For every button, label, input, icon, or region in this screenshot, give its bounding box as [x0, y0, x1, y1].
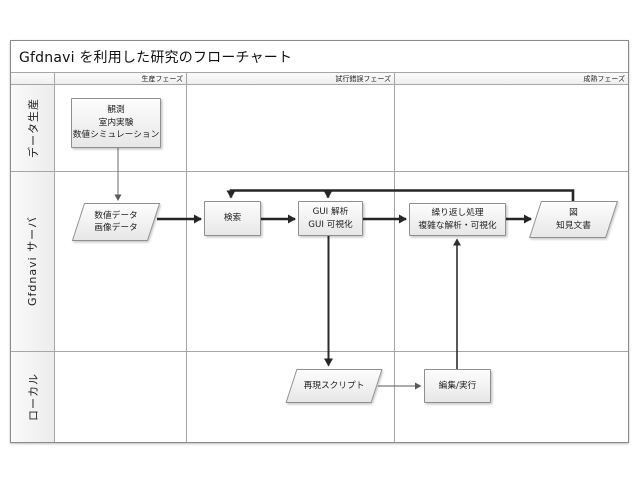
node-gui-analysis: GUI 解析 GUI 可視化	[298, 201, 363, 236]
lane-label-text: データ生産	[26, 98, 40, 158]
grid-line-vertical	[186, 73, 187, 442]
phase-header-production: 生産フェーズ	[54, 73, 186, 85]
node-search: 検索	[204, 201, 261, 236]
node-numeric-image-data: 数値データ 画像データ	[71, 203, 161, 241]
grid-line-vertical	[54, 73, 55, 442]
node-line: 繰り返し処理	[431, 208, 484, 218]
node-line: 知見文書	[556, 220, 591, 231]
phase-label: 生産フェーズ	[141, 74, 183, 83]
node-data-sources: 観測 室内実験 数値シミュレーション	[71, 98, 161, 148]
grid-line-vertical	[394, 73, 395, 442]
node-line: 編集/実行	[438, 380, 477, 391]
node-iterative-processing: 繰り返し処理 複雑な解析・可視化	[409, 203, 506, 236]
node-line: 画像データ	[94, 223, 138, 233]
node-line: 観測	[107, 105, 125, 116]
node-line: 室内実験	[98, 117, 134, 128]
header-corner-cell	[11, 73, 54, 85]
node-line: GUI 解析	[312, 207, 349, 217]
node-line: 図	[569, 208, 578, 218]
phase-header-trial-error: 試行錯誤フェーズ	[186, 73, 394, 85]
lane-label-local: ローカル	[11, 351, 54, 442]
grid-line-horizontal	[11, 171, 628, 172]
node-line: 数値データ	[94, 210, 138, 221]
diagram-title-bar: Gfdnavi を利用した研究のフローチャート	[11, 41, 628, 73]
lane-label-text: ローカル	[26, 372, 40, 421]
node-line: 数値シミュレーション	[72, 130, 160, 141]
edge-output-to-search-feedback	[226, 189, 575, 201]
diagram-frame: Gfdnavi を利用した研究のフローチャート 生産フェーズ 試行錯誤フェーズ …	[10, 40, 629, 443]
lane-label-data-production: データ生産	[11, 85, 54, 171]
node-line: 複雑な解析・可視化	[418, 220, 497, 231]
node-line: GUI 可視化	[308, 219, 353, 230]
node-edit-execute: 編集/実行	[424, 369, 491, 403]
node-figures-documents: 図 知見文書	[528, 201, 619, 238]
page-title: Gfdnavi を利用した研究のフローチャート	[19, 49, 293, 66]
node-line: 検索	[223, 213, 242, 224]
phase-label: 成熟フェーズ	[583, 74, 625, 83]
node-line: 再現スクリプト	[303, 380, 365, 391]
phase-header-mature: 成熟フェーズ	[394, 73, 628, 85]
lane-label-text: Gfdnavi サーバ	[26, 215, 40, 307]
lane-label-gfdnavi-server: Gfdnavi サーバ	[11, 171, 54, 351]
node-reproduction-script: 再現スクリプト	[284, 369, 384, 403]
phase-label: 試行錯誤フェーズ	[335, 74, 391, 83]
grid-line-horizontal	[11, 351, 628, 352]
